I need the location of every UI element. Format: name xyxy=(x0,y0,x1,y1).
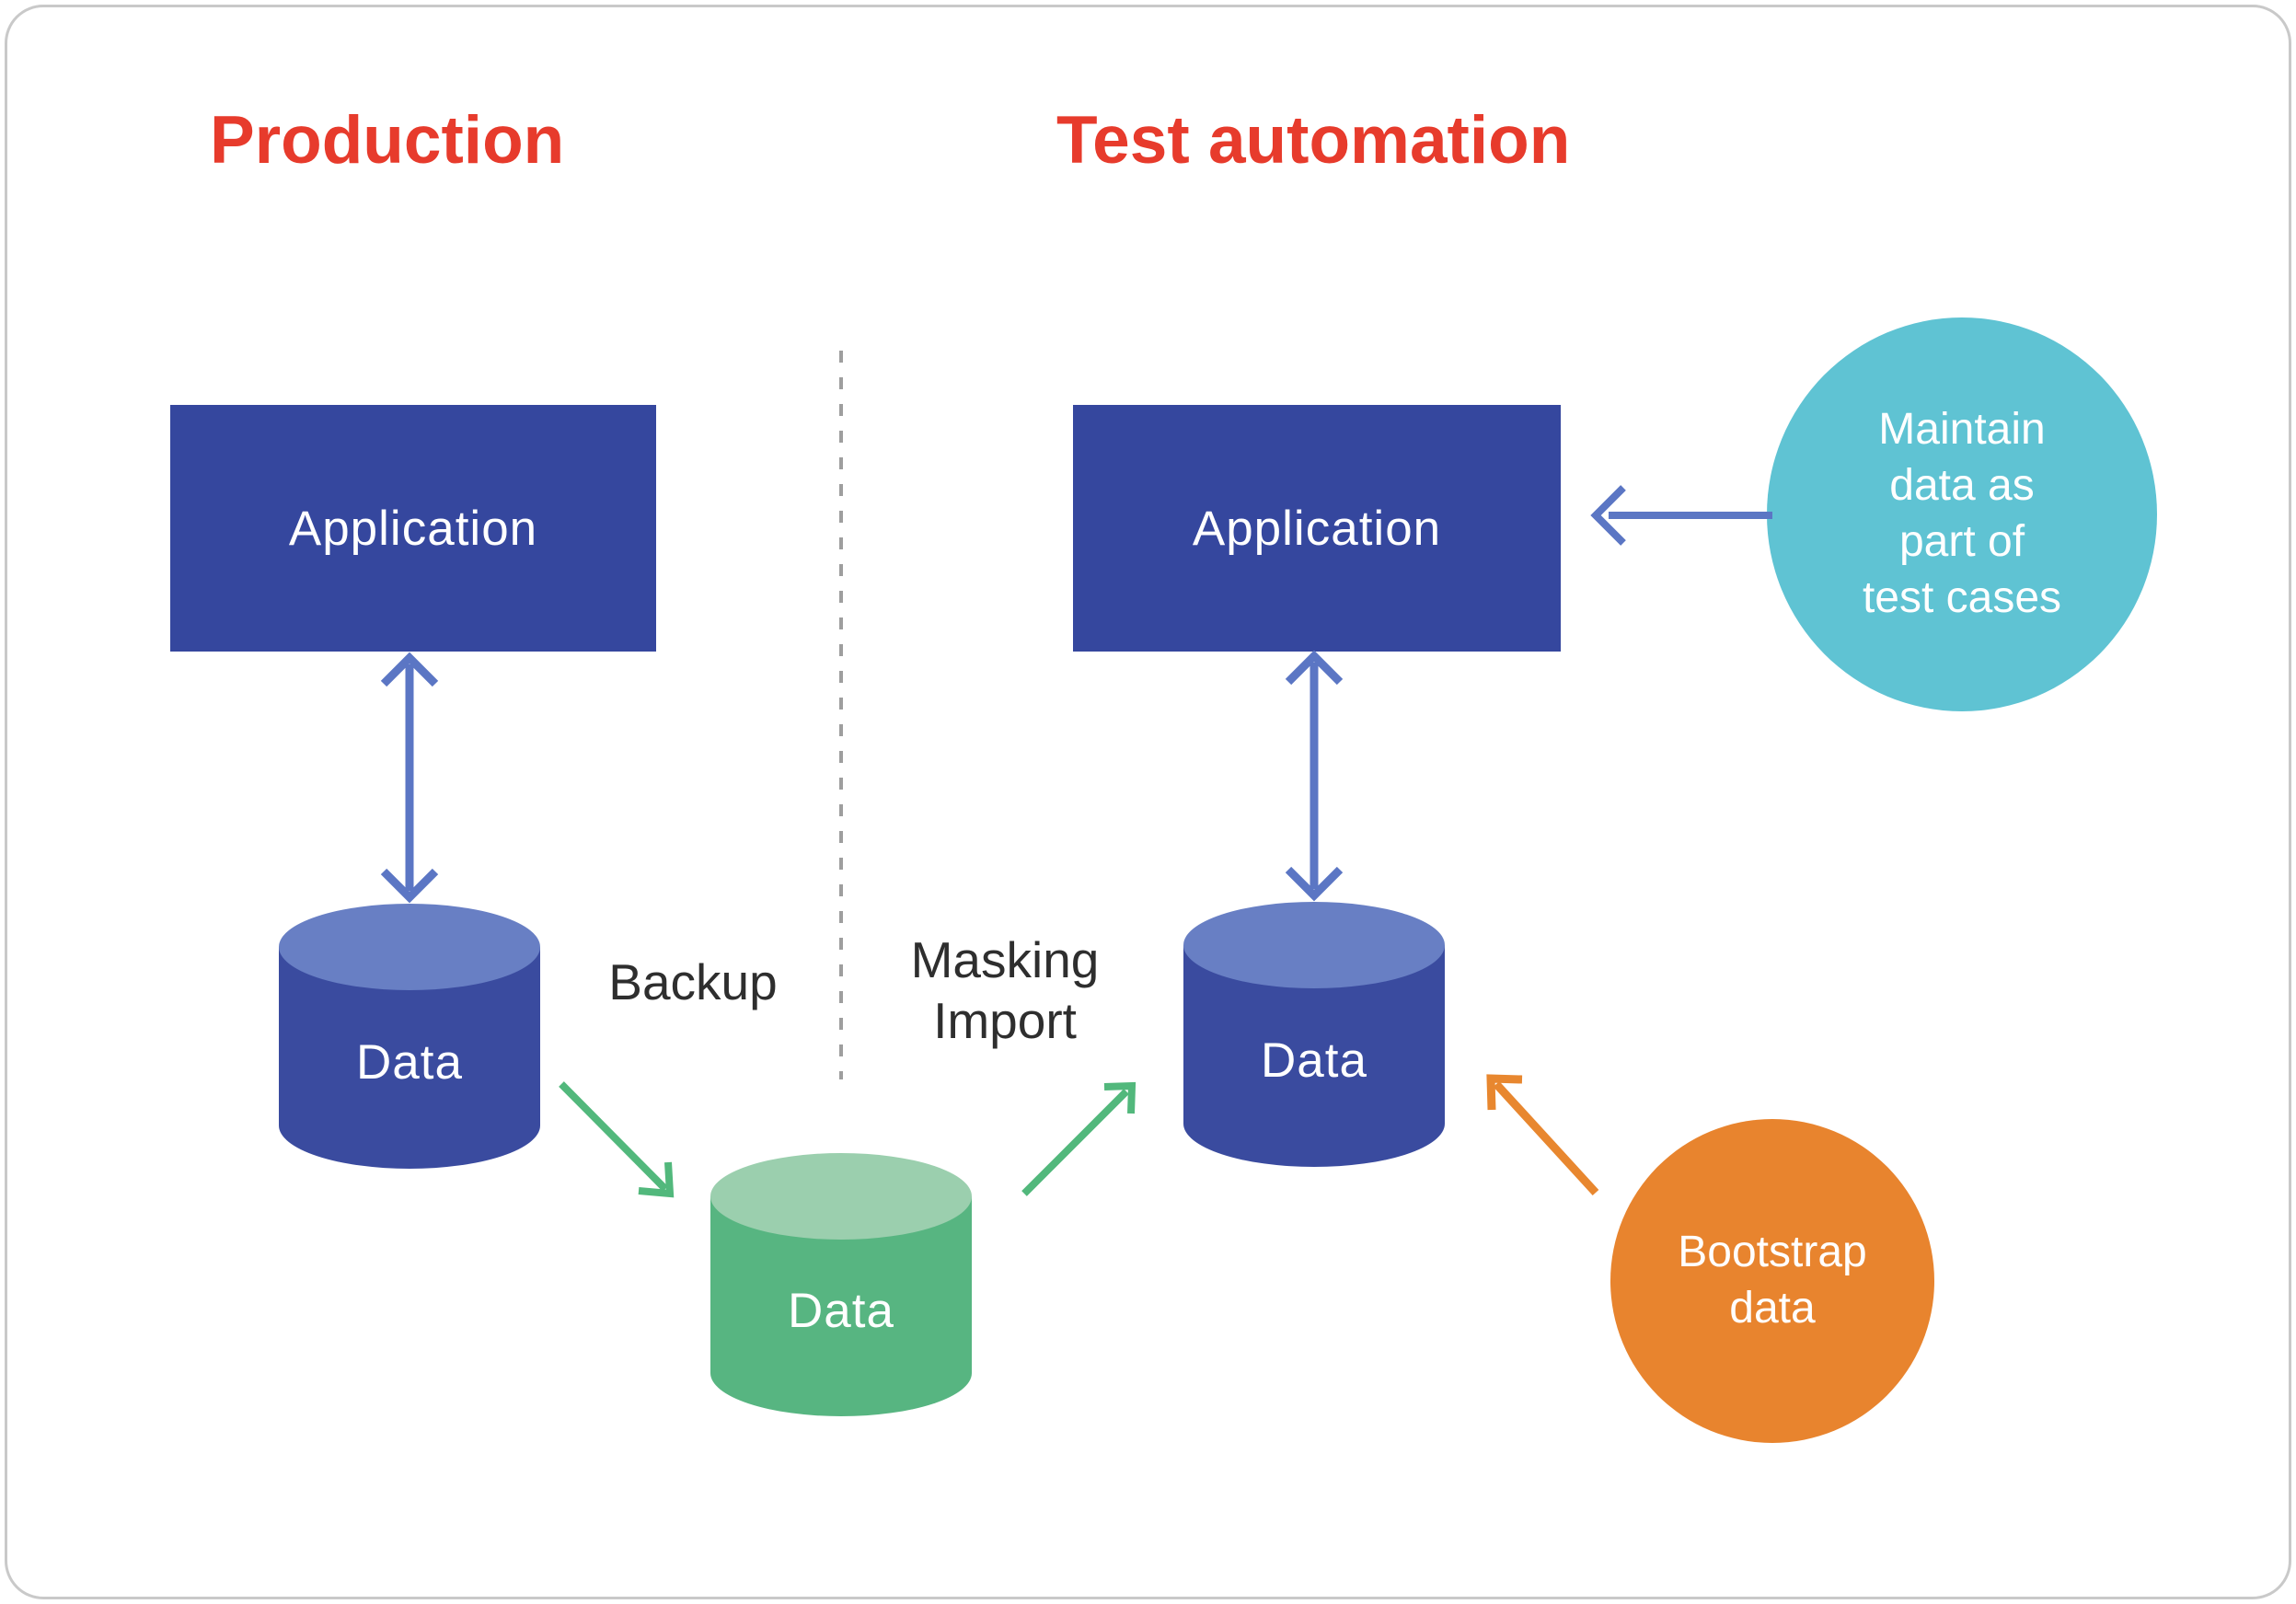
bootstrap-data-note-text: Bootstrap data xyxy=(1678,1228,1867,1333)
test-automation-data-label: Data xyxy=(1261,1033,1367,1088)
maintain-data-note-circle: Maintain data as part of test cases xyxy=(1767,317,2157,711)
bootstrap-data-note-circle: Bootstrap data xyxy=(1610,1119,1934,1443)
maintain-data-note-text: Maintain data as part of test cases xyxy=(1862,405,2062,622)
production-application-box: Application xyxy=(170,405,656,652)
backup-data-cylinder: Data xyxy=(710,1153,972,1416)
production-application-label: Application xyxy=(288,501,538,556)
test-automation-application-label: Application xyxy=(1192,501,1442,556)
masking-import-flow-label: Masking Import xyxy=(910,931,1100,1049)
backup-data-label: Data xyxy=(788,1283,894,1338)
cylinder-top xyxy=(710,1153,972,1240)
cylinder-top xyxy=(1183,902,1445,988)
cylinder-top xyxy=(279,904,540,990)
canvas-rounded-border xyxy=(5,5,2291,1599)
production-data-cylinder: Data xyxy=(279,904,540,1169)
test-automation-data-cylinder: Data xyxy=(1183,902,1445,1167)
production-data-label: Data xyxy=(356,1034,463,1090)
production-section-title: Production xyxy=(210,103,565,178)
backup-flow-label: Backup xyxy=(608,953,778,1010)
test-automation-section-title: Test automation xyxy=(1056,103,1571,178)
test-automation-application-box: Application xyxy=(1073,405,1561,652)
